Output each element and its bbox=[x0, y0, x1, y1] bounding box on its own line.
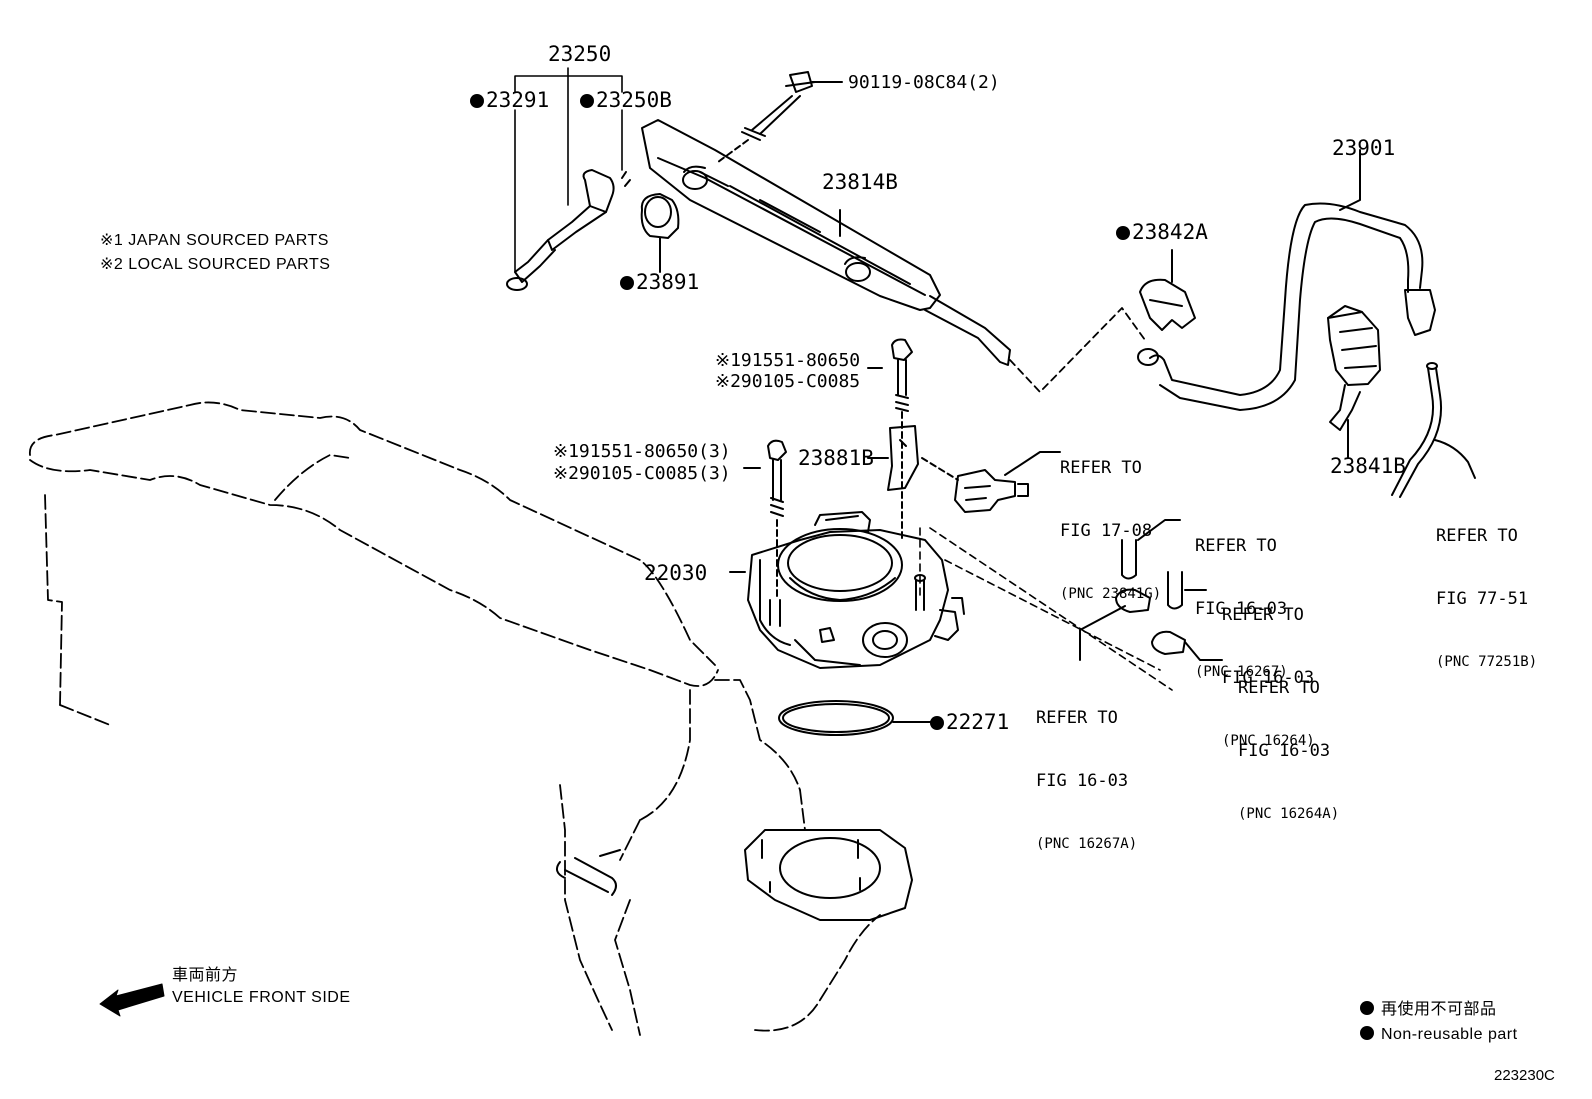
label-290105-C0085[interactable]: ※290105-C0085 bbox=[715, 371, 861, 392]
fuel-hose-23901 bbox=[1137, 149, 1436, 411]
non-reusable-dot bbox=[1360, 1026, 1374, 1040]
ref-line1: REFER TO bbox=[1222, 605, 1304, 625]
front-label-en: VEHICLE FRONT SIDE bbox=[172, 989, 351, 1006]
bracket-23881B bbox=[867, 425, 919, 491]
intake-flange bbox=[744, 829, 913, 921]
ref-line1: REFER TO bbox=[1195, 536, 1277, 556]
clamp-16264A bbox=[1151, 630, 1223, 661]
delivery-pipe bbox=[641, 119, 1011, 366]
front-label-jp: 車両前方 bbox=[172, 967, 239, 984]
ref-pnc: (PNC 23841G) bbox=[1060, 586, 1162, 602]
label-23814B[interactable]: 23814B bbox=[822, 170, 898, 194]
throttle-body-22030 bbox=[729, 511, 965, 669]
ref-line1: REFER TO bbox=[1060, 458, 1142, 478]
label-290105-C0085-3[interactable]: ※290105-C0085(3) bbox=[553, 463, 731, 484]
label-23841B[interactable]: 23841B bbox=[1330, 454, 1406, 478]
ref-line2: FIG 16-03 bbox=[1036, 771, 1129, 791]
connector-23841B bbox=[1327, 305, 1381, 459]
label-23250B[interactable]: 23250B bbox=[580, 90, 672, 111]
label-23291[interactable]: 23291 bbox=[470, 90, 549, 111]
non-reusable-dot bbox=[1360, 1001, 1374, 1015]
label-191551-80650-3[interactable]: ※191551-80650(3) bbox=[553, 441, 731, 462]
label-23891-text: 23891 bbox=[636, 270, 700, 294]
label-23291-text: 23291 bbox=[486, 88, 550, 112]
clip-23842A bbox=[1139, 249, 1196, 331]
fuel-injector bbox=[506, 169, 631, 291]
engine-pipe bbox=[555, 849, 621, 896]
bolt-90119 bbox=[717, 71, 843, 163]
figure-id: 223230C bbox=[1494, 1067, 1555, 1084]
ref-line2: FIG 16-03 bbox=[1238, 741, 1331, 761]
non-reusable-dot bbox=[580, 94, 594, 108]
label-22030[interactable]: 22030 bbox=[644, 561, 708, 585]
ref-line2: FIG 16-03 bbox=[1222, 668, 1315, 688]
ref-line2: FIG 16-03 bbox=[1195, 599, 1288, 619]
vehicle-front-arrow bbox=[99, 983, 165, 1017]
ref-line1: REFER TO bbox=[1036, 708, 1118, 728]
non-reusable-dot bbox=[470, 94, 484, 108]
label-22271-text: 22271 bbox=[946, 710, 1010, 734]
ref-fig-17-08[interactable]: REFER TO FIG 17-08 (PNC 23841G) bbox=[1060, 416, 1161, 626]
insulator-23891 bbox=[640, 193, 680, 273]
label-23250B-text: 23250B bbox=[596, 88, 672, 112]
ref-pnc-16264A[interactable]: REFER TO FIG 16-03 (PNC 16264A) bbox=[1238, 636, 1339, 846]
non-reusable-dot bbox=[930, 716, 944, 730]
ref-pnc: (PNC 77251B) bbox=[1436, 654, 1538, 670]
legend-en-text: Non-reusable part bbox=[1380, 1026, 1518, 1043]
ref-pnc-16267A[interactable]: REFER TO FIG 16-03 (PNC 16267A) bbox=[1036, 666, 1137, 876]
ref-line2: FIG 17-08 bbox=[1060, 521, 1153, 541]
hose-16267 bbox=[1121, 519, 1181, 580]
label-23881B[interactable]: 23881B bbox=[798, 446, 874, 470]
legend-jp-text: 再使用不可部品 bbox=[1380, 1001, 1497, 1018]
note-local-sourced: ※2 LOCAL SOURCED PARTS bbox=[100, 256, 331, 273]
ref-pnc: (PNC 16264A) bbox=[1238, 806, 1340, 822]
legend-jp: 再使用不可部品 bbox=[1360, 1001, 1496, 1018]
label-23842A[interactable]: 23842A bbox=[1116, 222, 1208, 243]
legend-en: Non-reusable part bbox=[1360, 1026, 1518, 1043]
ref-pnc: (PNC 16267) bbox=[1195, 664, 1288, 680]
ref-line1: REFER TO bbox=[1238, 678, 1320, 698]
sensor-23841G bbox=[921, 451, 1061, 513]
note-japan-sourced: ※1 JAPAN SOURCED PARTS bbox=[100, 232, 329, 249]
bracket-23250 bbox=[514, 67, 623, 273]
ref-pnc: (PNC 16267A) bbox=[1036, 836, 1138, 852]
hose-16264 bbox=[1167, 571, 1207, 610]
non-reusable-dot bbox=[1116, 226, 1130, 240]
ref-pnc: (PNC 16264) bbox=[1222, 733, 1315, 749]
engine-outline bbox=[29, 401, 881, 1036]
label-22271[interactable]: 22271 bbox=[930, 712, 1009, 733]
label-23901[interactable]: 23901 bbox=[1332, 136, 1396, 160]
hose-connection-line bbox=[1009, 307, 1146, 393]
label-90119[interactable]: 90119-08C84(2) bbox=[848, 72, 1000, 93]
gasket-22271 bbox=[778, 700, 941, 736]
ref-line1: REFER TO bbox=[1436, 526, 1518, 546]
bolt-upper bbox=[867, 338, 913, 541]
ref-fig-77-51[interactable]: REFER TO FIG 77-51 (PNC 77251B) bbox=[1436, 484, 1537, 694]
non-reusable-dot bbox=[620, 276, 634, 290]
ref-pnc-16267[interactable]: REFER TO FIG 16-03 (PNC 16267) bbox=[1195, 494, 1288, 704]
label-23250[interactable]: 23250 bbox=[548, 42, 612, 66]
bolts-lower bbox=[743, 439, 787, 601]
ref-line2: FIG 77-51 bbox=[1436, 589, 1529, 609]
ref-dashed-lines bbox=[919, 527, 1173, 691]
label-23891[interactable]: 23891 bbox=[620, 272, 699, 293]
clamp-16267A bbox=[1079, 588, 1151, 661]
label-191551-80650[interactable]: ※191551-80650 bbox=[715, 350, 861, 371]
ref-pnc-16264[interactable]: REFER TO FIG 16-03 (PNC 16264) bbox=[1222, 563, 1315, 773]
label-23842A-text: 23842A bbox=[1132, 220, 1208, 244]
vapor-hose bbox=[1391, 362, 1476, 498]
